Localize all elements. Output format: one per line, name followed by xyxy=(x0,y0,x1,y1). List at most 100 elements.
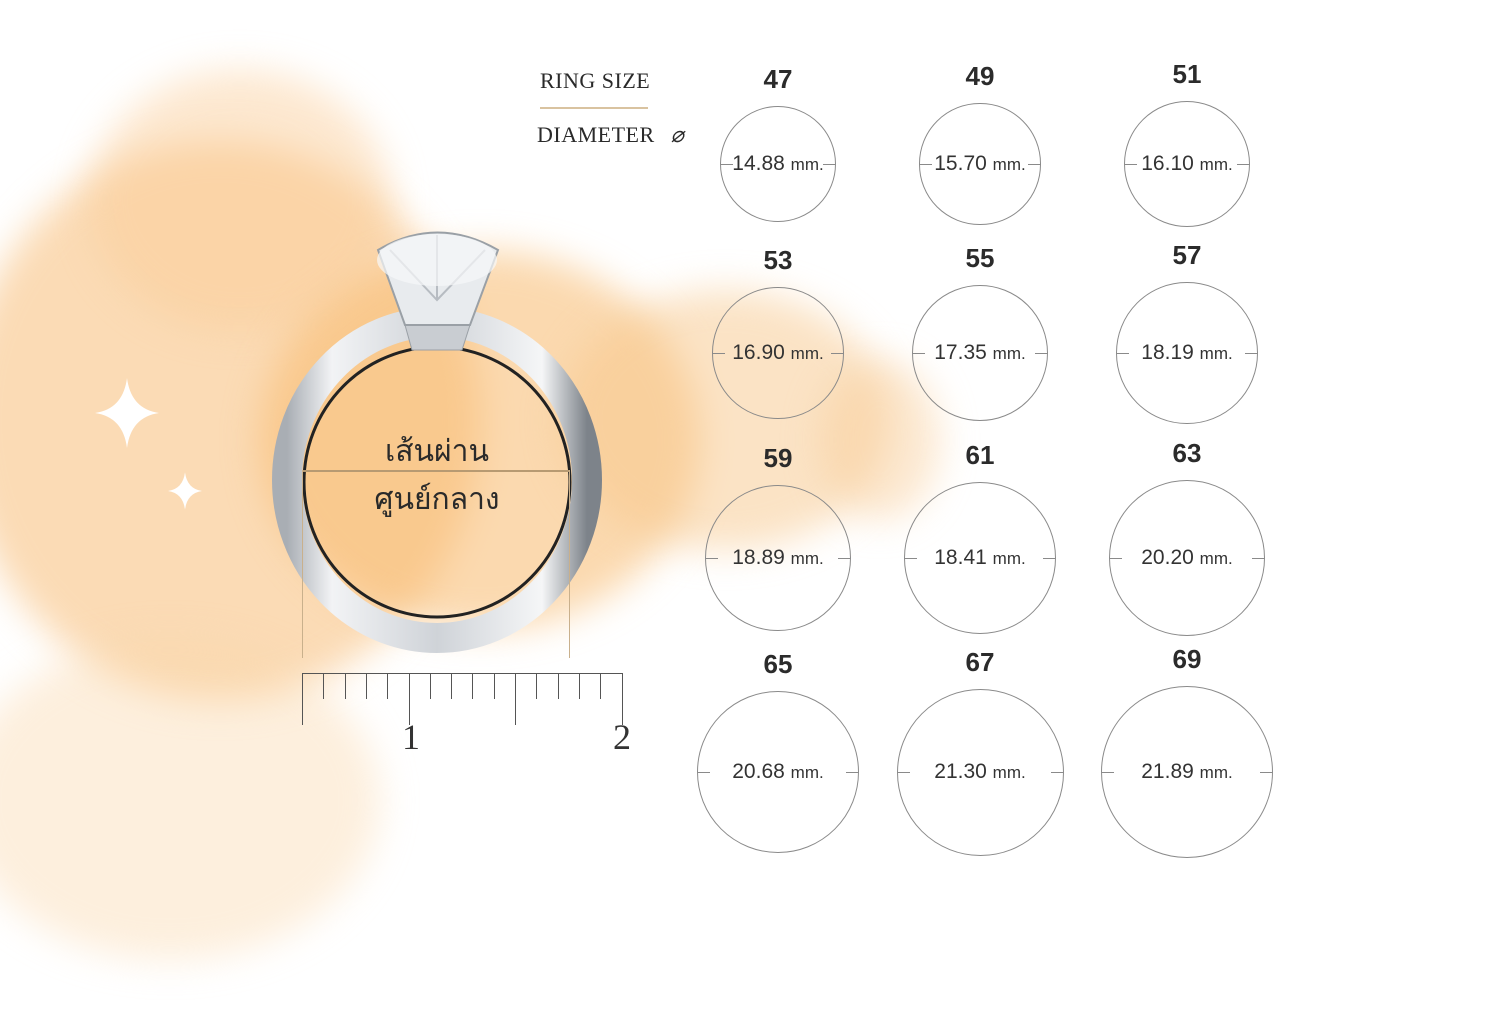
ring-size-number: 49 xyxy=(965,61,995,92)
diameter-tick-right xyxy=(1260,771,1273,773)
ruler-minor-tick xyxy=(365,673,367,699)
ring-illustration xyxy=(272,231,602,653)
diameter-tick-left xyxy=(721,164,733,165)
diameter-unit: mm. xyxy=(992,343,1026,363)
diameter-unit: mm. xyxy=(790,548,824,568)
diameter-tick-right xyxy=(1042,557,1055,559)
diameter-unit: mm. xyxy=(1199,154,1233,174)
diameter-thai-line1: เส้นผ่าน xyxy=(384,435,490,468)
diameter-value: 16.10 mm. xyxy=(1141,152,1232,176)
diameter-value: 18.41 mm. xyxy=(934,546,1025,570)
diameter-value: 18.19 mm. xyxy=(1141,341,1232,365)
diameter-tick-left xyxy=(1124,163,1137,165)
ruler-minor-tick xyxy=(557,673,559,699)
diameter-thai-line2: ศูนย์กลาง xyxy=(374,483,500,516)
diameter-label: DIAMETER xyxy=(537,122,655,147)
ruler-minor-tick xyxy=(344,673,346,699)
diameter-tick-right xyxy=(1244,353,1257,354)
ring-size-circle: 14.88 mm. xyxy=(720,106,836,222)
ruler-minor-tick xyxy=(472,673,474,699)
diameter-tick-right xyxy=(1237,163,1250,165)
ring-size-circle: 18.41 mm. xyxy=(904,482,1056,634)
ruler-minor-tick xyxy=(323,673,325,699)
diameter-tick-left xyxy=(698,771,711,773)
ring-size-number: 67 xyxy=(965,646,995,677)
diameter-unit: mm. xyxy=(790,155,824,174)
diameter-tick-left xyxy=(1109,557,1122,559)
diameter-number: 14.88 xyxy=(732,152,785,175)
diameter-value: 15.70 mm. xyxy=(934,152,1025,176)
diameter-tick-left xyxy=(897,772,910,773)
ring-size-circle: 16.10 mm. xyxy=(1123,100,1251,228)
diameter-unit: mm. xyxy=(790,762,824,782)
diameter-number: 20.68 xyxy=(732,759,785,783)
ring-size-number: 65 xyxy=(763,649,793,680)
diameter-symbol-icon: ⌀ xyxy=(670,122,685,147)
ring-size-circle: 20.68 mm. xyxy=(697,691,859,853)
ruler-baseline xyxy=(302,673,623,674)
diameter-tick-right xyxy=(1050,772,1063,773)
diameter-tick-left xyxy=(1101,771,1114,773)
ring-size-circle: 17.35 mm. xyxy=(911,284,1049,422)
diameter-tick-right xyxy=(830,352,843,354)
diameter-value: 16.90 mm. xyxy=(732,341,823,365)
diameter-tick-right xyxy=(845,771,858,773)
diameter-unit: mm. xyxy=(992,154,1026,174)
diameter-tick-left xyxy=(713,352,726,354)
diameter-tick-right xyxy=(823,164,835,165)
ruler xyxy=(302,673,623,733)
ruler-minor-tick xyxy=(451,673,453,699)
diameter-number: 21.89 xyxy=(1141,759,1194,783)
ruler-major-tick xyxy=(515,673,516,725)
diameter-tick-right xyxy=(1027,163,1040,165)
diameter-number: 18.19 xyxy=(1141,341,1194,364)
diameter-unit: mm. xyxy=(790,343,824,363)
diameter-legend: DIAMETER ⌀ xyxy=(537,122,684,148)
diameter-number: 16.10 xyxy=(1141,151,1194,175)
diameter-line xyxy=(302,470,570,472)
ring-size-number: 61 xyxy=(965,440,995,471)
diameter-tick-left xyxy=(920,163,933,165)
measure-guide-left xyxy=(302,470,303,658)
diameter-tick-left xyxy=(1117,353,1130,354)
ruler-minor-tick xyxy=(600,673,602,699)
ring-size-circle: 15.70 mm. xyxy=(919,103,1041,225)
diameter-number: 20.20 xyxy=(1141,545,1194,569)
diameter-tick-left xyxy=(912,352,925,354)
sparkle-icon xyxy=(168,472,202,510)
ring-size-circle: 18.89 mm. xyxy=(704,484,852,632)
ruler-minor-tick xyxy=(536,673,538,699)
diameter-number: 18.41 xyxy=(934,545,987,569)
ruler-minor-tick xyxy=(387,673,389,699)
diameter-unit: mm. xyxy=(992,763,1026,782)
diameter-tick-left xyxy=(705,557,718,559)
ring-size-circle: 18.19 mm. xyxy=(1116,282,1258,424)
diameter-number: 17.35 xyxy=(934,340,987,364)
sparkle-icon xyxy=(95,378,159,448)
ring-size-number: 47 xyxy=(763,64,793,94)
ring-size-number: 63 xyxy=(1172,437,1202,468)
diameter-value: 17.35 mm. xyxy=(934,341,1025,365)
diameter-value: 14.88 mm. xyxy=(732,152,823,176)
diameter-unit: mm. xyxy=(1199,548,1233,568)
ring-size-number: 69 xyxy=(1172,643,1202,674)
diameter-value: 21.30 mm. xyxy=(934,760,1025,784)
diameter-number: 15.70 xyxy=(934,151,987,175)
ring-size-number: 57 xyxy=(1172,240,1202,271)
diameter-value: 21.89 mm. xyxy=(1141,760,1232,784)
diameter-tick-right xyxy=(1035,352,1048,354)
ring-size-number: 53 xyxy=(763,245,793,276)
ruler-minor-tick xyxy=(429,673,431,699)
diameter-value: 20.20 mm. xyxy=(1141,546,1232,570)
ring-size-circle: 21.30 mm. xyxy=(896,688,1064,856)
diameter-number: 16.90 xyxy=(732,340,785,364)
ring-size-number: 59 xyxy=(763,442,793,473)
diameter-unit: mm. xyxy=(1199,344,1233,363)
ring-size-circle: 16.90 mm. xyxy=(712,287,844,419)
ring-size-circle: 20.20 mm. xyxy=(1108,479,1266,637)
diameter-tick-right xyxy=(838,557,851,559)
ring-size-label: RING SIZE xyxy=(540,68,651,93)
diameter-unit: mm. xyxy=(992,548,1026,568)
measure-guide-right xyxy=(569,470,570,658)
ruler-minor-tick xyxy=(578,673,580,699)
